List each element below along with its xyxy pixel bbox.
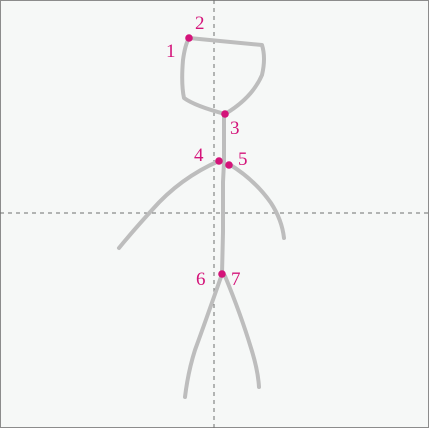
point-3-dot xyxy=(221,110,229,118)
point-4-label: 4 xyxy=(194,145,204,166)
left-arm xyxy=(117,159,221,250)
point-1-label: 1 xyxy=(166,41,176,62)
left-leg xyxy=(183,272,224,399)
head-outline xyxy=(180,36,266,116)
point-2-label: 2 xyxy=(195,13,205,34)
stick-figure xyxy=(117,36,286,399)
point-1-dot xyxy=(185,34,193,42)
point-5-label: 5 xyxy=(238,149,248,170)
right-arm xyxy=(227,162,286,240)
right-leg xyxy=(223,274,261,389)
points-layer: 1 2 3 4 5 6 7 xyxy=(166,13,248,290)
body-line xyxy=(220,112,226,276)
point-6-dot xyxy=(218,270,226,278)
point-3-label: 3 xyxy=(230,118,240,139)
point-6-label: 6 xyxy=(196,269,206,290)
point-7-label: 7 xyxy=(231,269,241,290)
point-4-dot xyxy=(215,157,223,165)
point-5-dot xyxy=(225,161,233,169)
